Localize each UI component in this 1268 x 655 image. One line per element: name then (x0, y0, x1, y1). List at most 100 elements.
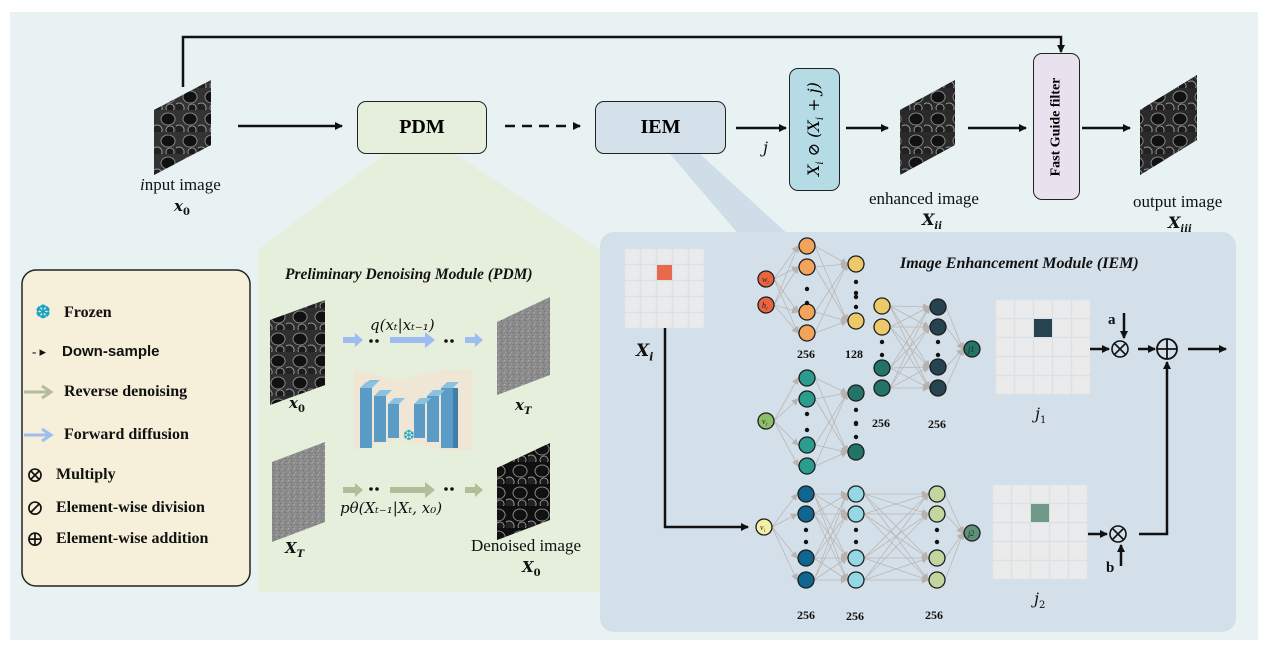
grid-cell (1049, 484, 1069, 504)
legend-label-forward-diffusion: Forward diffusion (64, 426, 189, 443)
grid-cell (1033, 375, 1053, 395)
input-image-label-prefix: i (140, 175, 145, 194)
input-image-thumbnail (154, 80, 211, 175)
symbol-x: x (289, 394, 298, 412)
symbol-sub: 1 (1039, 415, 1047, 427)
node-j1 (963, 340, 981, 358)
node-light-blue (847, 571, 865, 589)
multiply-node-a (1111, 340, 1129, 358)
grid-cell (672, 312, 689, 329)
ellipsis-dot (804, 300, 810, 306)
symbol-x: x (515, 396, 524, 414)
grid-cell (1030, 541, 1050, 561)
nn-edge (773, 377, 799, 422)
iem-button[interactable]: IEM (595, 101, 726, 154)
nn-edge (771, 513, 798, 528)
node-blue (797, 485, 815, 503)
symbol-sub: 0 (182, 207, 190, 218)
nn-edge (863, 493, 929, 559)
multiply-icon: ⊗ (25, 462, 45, 487)
node-light-green (928, 485, 946, 503)
reverse-dots (369, 487, 454, 491)
nn-edge (813, 493, 848, 559)
element-wise-division-box[interactable]: Xi ⊘ (Xi + j) (789, 68, 840, 191)
ellipsis-dot (853, 304, 859, 310)
nn-edge (773, 278, 799, 334)
fast-guide-filter-label: Fast Guide filter (1048, 77, 1064, 176)
ellipsis-dot (853, 434, 859, 440)
enhanced-image-label: enhanced image (869, 189, 979, 208)
grid-cell (1011, 522, 1031, 542)
node-light-green (928, 571, 946, 589)
addition-icon: ⊕ (25, 526, 45, 551)
nn-edge (889, 366, 930, 389)
nn-edge (814, 451, 848, 467)
nn-edge (773, 304, 799, 334)
node-navy (929, 358, 947, 376)
nn-edge (944, 513, 964, 534)
grid-cell (1068, 541, 1088, 561)
grid-cell (672, 248, 689, 265)
node-teal (798, 457, 816, 475)
grid-cell (1014, 299, 1034, 319)
nn-edge (814, 377, 848, 453)
fast-guide-filter-box[interactable]: Fast Guide filter (1033, 53, 1080, 200)
grid-cell (1068, 560, 1088, 580)
nn-edge (889, 306, 930, 328)
ellipsis-dot (853, 290, 859, 296)
node-dark-teal (847, 443, 865, 461)
grid-cell (1071, 337, 1091, 357)
symbol-j: j (1034, 589, 1039, 608)
grid-cell (992, 503, 1012, 523)
formula-paren-xi-sub: i (814, 117, 826, 121)
grid-cell (1068, 484, 1088, 504)
ellipsis-dot (853, 294, 859, 300)
grid-cell (1052, 375, 1072, 395)
node-blue (797, 549, 815, 567)
nn-edge (814, 245, 848, 322)
grid-cell (995, 318, 1015, 338)
j1-grid (995, 299, 1091, 395)
reverse-denoising-arrows (343, 482, 483, 498)
output-image-thumbnail (1140, 75, 1197, 175)
nn-edge (863, 556, 929, 581)
node-orange (798, 324, 816, 342)
a-label: a (1108, 312, 1116, 328)
add-node-plus (1157, 339, 1177, 359)
nn-edge (771, 526, 798, 559)
node-teal (798, 390, 816, 408)
pdm-xT-image (497, 297, 550, 395)
pdm-button[interactable]: PDM (357, 101, 487, 154)
symbol-X: X (922, 210, 935, 229)
skip-connection-arrow (181, 35, 1065, 87)
input-image-label-text: nput image (144, 175, 221, 194)
grid-cell (672, 296, 689, 313)
node-label: j1 (967, 345, 974, 354)
node-blue (797, 571, 815, 589)
legend-item-reverse-denoising: Reverse denoising (22, 383, 187, 401)
nn-edge (773, 420, 799, 467)
division-formula: Xi ⊘ (Xi + j) (803, 83, 825, 177)
nn-edge (889, 305, 930, 368)
xi-grid (624, 248, 705, 329)
grid-cell (656, 296, 673, 313)
grid-cell (995, 356, 1015, 376)
nn-edge (813, 513, 848, 581)
node-light-green (928, 505, 946, 523)
pdm-panel-title: Preliminary Denoising Module (PDM) (285, 266, 533, 283)
grid-cell (1030, 560, 1050, 580)
nn-edge (814, 319, 848, 334)
grid-cell (688, 280, 705, 297)
nn-edge (814, 392, 848, 467)
iem-spotlight (670, 154, 790, 236)
arrow-multiply-b-to-add (1139, 361, 1171, 536)
grid-cell (640, 248, 657, 265)
symbol-x: x (174, 197, 183, 215)
grid-cell (1030, 484, 1050, 504)
b-label: b (1106, 560, 1115, 576)
ellipsis-dot (935, 352, 941, 358)
dashed-arrow-icon: - ▸ (31, 343, 47, 359)
unet-snowflake-icon: ❆ (403, 429, 415, 444)
ellipsis-dot (935, 339, 941, 345)
ellipsis-dot (804, 411, 810, 417)
